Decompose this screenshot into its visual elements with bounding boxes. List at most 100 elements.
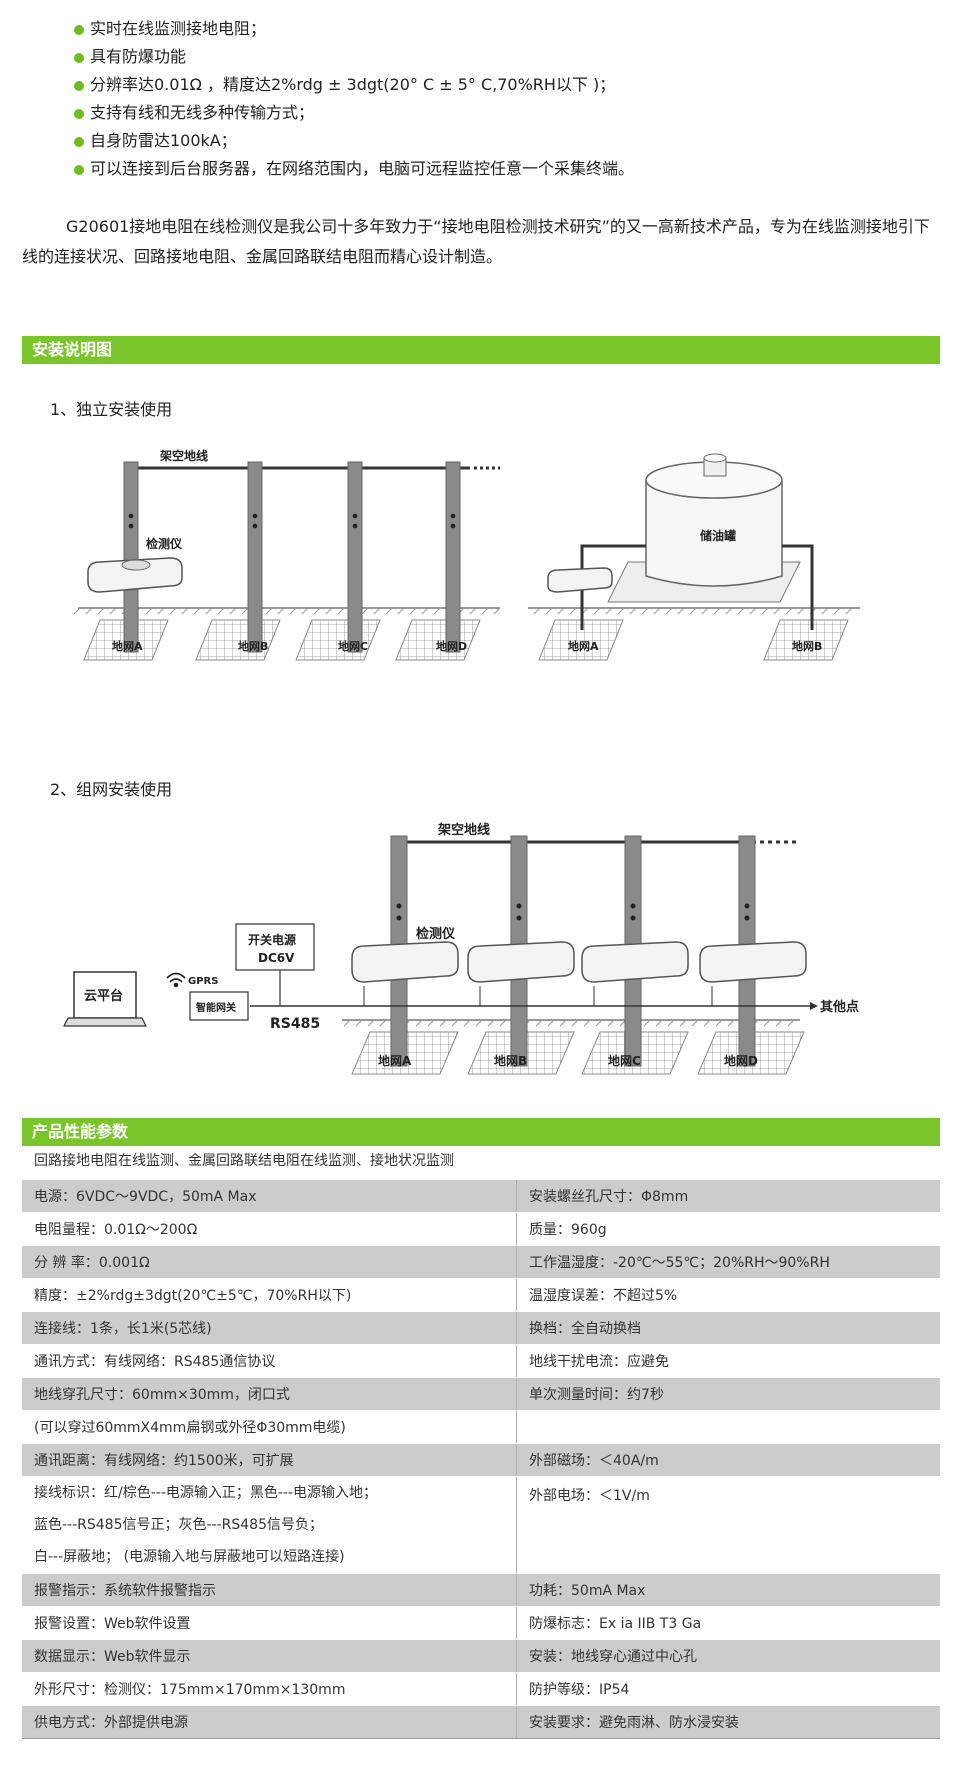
param-left-cell: 电阻量程：0.01Ω～200Ω <box>22 1212 517 1246</box>
feature-item: 分辨率达0.01Ω ，精度达2%rdg ± 3dgt(20° C ± 5° C,… <box>74 74 634 102</box>
params-section-header: 产品性能参数 <box>22 1118 940 1146</box>
tank-label: 储油罐 <box>700 528 736 543</box>
param-right-cell: 防护等级：IP54 <box>516 1672 940 1706</box>
detector-label: 检测仪 <box>146 536 183 551</box>
oil-tank <box>607 453 801 603</box>
rs485-label: RS485 <box>270 1016 320 1032</box>
param-row: 供电方式：外部提供电源安装要求：避免雨淋、防水浸安装 <box>22 1705 940 1739</box>
network-grid-b-label: 地网B <box>494 1053 527 1068</box>
monitoring-scope: 回路接地电阻在线监测、金属回路联结电阻在线监测、接地状况监测 <box>34 1153 454 1169</box>
install-section-header: 安装说明图 <box>22 336 940 364</box>
network-install-diagram: 架空地线 检测仪 其他点 RS485 开关电源 DC6V 智能网关 <box>63 822 859 1075</box>
param-right-cell: 安装：地线穿心通过中心孔 <box>516 1639 940 1673</box>
overhead-wire-label: 架空地线 <box>159 448 208 463</box>
power-supply-label: 开关电源 <box>248 932 296 947</box>
gprs-label: GPRS <box>188 976 218 987</box>
param-left-cell: 报警指示：系统软件报警指示 <box>22 1573 517 1607</box>
param-row: 接线标识：红/棕色---电源输入正；黑色---电源输入地； 蓝色---RS485信… <box>22 1476 940 1574</box>
param-left-cell: 报警设置：Web软件设置 <box>22 1606 517 1640</box>
param-left-cell: 外形尺寸：检测仪：175mm×170mm×130mm <box>22 1672 517 1706</box>
laptop-icon <box>63 971 147 1027</box>
network-detector-label: 检测仪 <box>416 926 456 942</box>
param-row: 精度：±2%rdg±3dgt(20℃±5℃，70%RH以下)温湿度误差：不超过5… <box>22 1278 940 1312</box>
tank-grid-b-label: 地网B <box>792 639 822 653</box>
grid-c-label: 地网C <box>338 639 368 653</box>
param-row: 报警指示：系统软件报警指示功耗：50mA Max <box>22 1573 940 1607</box>
bullet-icon <box>74 137 84 147</box>
param-right-cell: 外部电场：＜1V/m <box>516 1476 940 1574</box>
param-right-cell: 质量：960g <box>516 1212 940 1246</box>
param-right-cell: 单次测量时间：约7秒 <box>516 1377 940 1411</box>
feature-text: 具有防爆功能 <box>90 47 187 66</box>
standalone-install-title: 1、独立安装使用 <box>50 400 173 419</box>
feature-text: 支持有线和无线多种传输方式； <box>90 103 315 122</box>
cloud-platform-label: 云平台 <box>84 988 123 1004</box>
param-left-cell: (可以穿过60mmX4mm扁钢或外径Φ30mm电缆) <box>22 1410 517 1444</box>
param-right-cell: 安装螺丝孔尺寸：Φ8mm <box>516 1180 940 1213</box>
bullet-icon <box>74 25 84 35</box>
network-wire-label: 架空地线 <box>437 822 490 838</box>
feature-text: 可以连接到后台服务器，在网络范围内，电脑可远程监控任意一个采集终端。 <box>90 159 635 178</box>
network-grid-d-label: 地网D <box>724 1053 758 1068</box>
intro-paragraph: G20601接地电阻在线检测仪是我公司十多年致力于“接地电阻检测技术研究”的又一… <box>22 217 930 266</box>
param-right-cell: 温湿度误差：不超过5% <box>516 1278 940 1312</box>
param-left-cell: 分 辨 率：0.001Ω <box>22 1245 517 1279</box>
network-detectors <box>351 941 807 983</box>
param-left-cell: 连接线：1条，长1米(5芯线) <box>22 1311 517 1345</box>
param-right-cell: 防爆标志：Ex ia IIB T3 Ga <box>516 1606 940 1640</box>
wifi-icon <box>166 972 186 988</box>
param-right-cell: 地线干扰电流：应避免 <box>516 1344 940 1378</box>
grid-d-label: 地网D <box>436 639 467 653</box>
bullet-icon <box>74 165 84 175</box>
param-left-cell: 电源：6VDC～9VDC，50mA Max <box>22 1180 517 1213</box>
standalone-install-diagram: 架空地线 检测仪 地网A 地网B 地网C 地网D 储油罐 地网A 地网B <box>73 448 860 661</box>
gateway-box <box>189 991 249 1021</box>
network-grid-a-label: 地网A <box>378 1053 412 1068</box>
param-left-line: 接线标识：红/棕色---电源输入正；黑色---电源输入地； <box>34 1485 378 1501</box>
gateway-label: 智能网关 <box>196 1001 236 1014</box>
grid-a-label: 地网A <box>112 639 143 653</box>
param-right-cell: 工作温湿度：-20℃～55℃；20%RH～90%RH <box>516 1245 940 1279</box>
feature-item: 自身防雷达100kA； <box>74 130 634 158</box>
param-right-cell: 换档：全自动换档 <box>516 1311 940 1345</box>
param-left-line: 蓝色---RS485信号正；灰色---RS485信号负； <box>34 1517 323 1533</box>
feature-text: 实时在线监测接地电阻； <box>90 19 267 38</box>
feature-item: 具有防爆功能 <box>74 46 634 74</box>
grid-b-label: 地网B <box>238 639 268 653</box>
param-row: 通讯距离：有线网络：约1500米，可扩展外部磁场：＜40A/m <box>22 1443 940 1477</box>
param-right-cell: 功耗：50mA Max <box>516 1573 940 1607</box>
param-right-cell: 安装要求：避免雨淋、防水浸安装 <box>516 1705 940 1739</box>
param-right-cell <box>516 1410 940 1444</box>
network-install-title: 2、组网安装使用 <box>50 780 173 799</box>
param-row: (可以穿过60mmX4mm扁钢或外径Φ30mm电缆) <box>22 1410 940 1444</box>
param-left-cell: 接线标识：红/棕色---电源输入正；黑色---电源输入地； 蓝色---RS485信… <box>22 1476 517 1574</box>
network-grid-c-label: 地网C <box>608 1053 641 1068</box>
feature-text: 自身防雷达100kA； <box>90 131 237 150</box>
param-row: 连接线：1条，长1米(5芯线)换档：全自动换档 <box>22 1311 940 1345</box>
detector-device <box>87 557 183 593</box>
param-left-cell: 精度：±2%rdg±3dgt(20℃±5℃，70%RH以下) <box>22 1278 517 1312</box>
param-row: 数据显示：Web软件显示安装：地线穿心通过中心孔 <box>22 1639 940 1673</box>
feature-item: 可以连接到后台服务器，在网络范围内，电脑可远程监控任意一个采集终端。 <box>74 158 634 186</box>
param-row: 报警设置：Web软件设置防爆标志：Ex ia IIB T3 Ga <box>22 1606 940 1640</box>
power-voltage-label: DC6V <box>258 951 295 965</box>
param-right-cell: 外部磁场：＜40A/m <box>516 1443 940 1477</box>
tank-grid-a-label: 地网A <box>568 639 599 653</box>
bullet-icon <box>74 81 84 91</box>
param-left-line: 白---屏蔽地； (电源输入地与屏蔽地可以短路连接) <box>34 1549 345 1565</box>
param-left-cell: 供电方式：外部提供电源 <box>22 1705 517 1739</box>
feature-item: 实时在线监测接地电阻； <box>74 18 634 46</box>
param-row: 通讯方式：有线网络：RS485通信协议地线干扰电流：应避免 <box>22 1344 940 1378</box>
param-left-cell: 地线穿孔尺寸：60mm×30mm，闭口式 <box>22 1377 517 1411</box>
bullet-icon <box>74 109 84 119</box>
param-left-cell: 通讯方式：有线网络：RS485通信协议 <box>22 1344 517 1378</box>
bullet-icon <box>74 53 84 63</box>
power-supply-box <box>235 923 315 971</box>
feature-item: 支持有线和无线多种传输方式； <box>74 102 634 130</box>
param-left-cell: 通讯距离：有线网络：约1500米，可扩展 <box>22 1443 517 1477</box>
